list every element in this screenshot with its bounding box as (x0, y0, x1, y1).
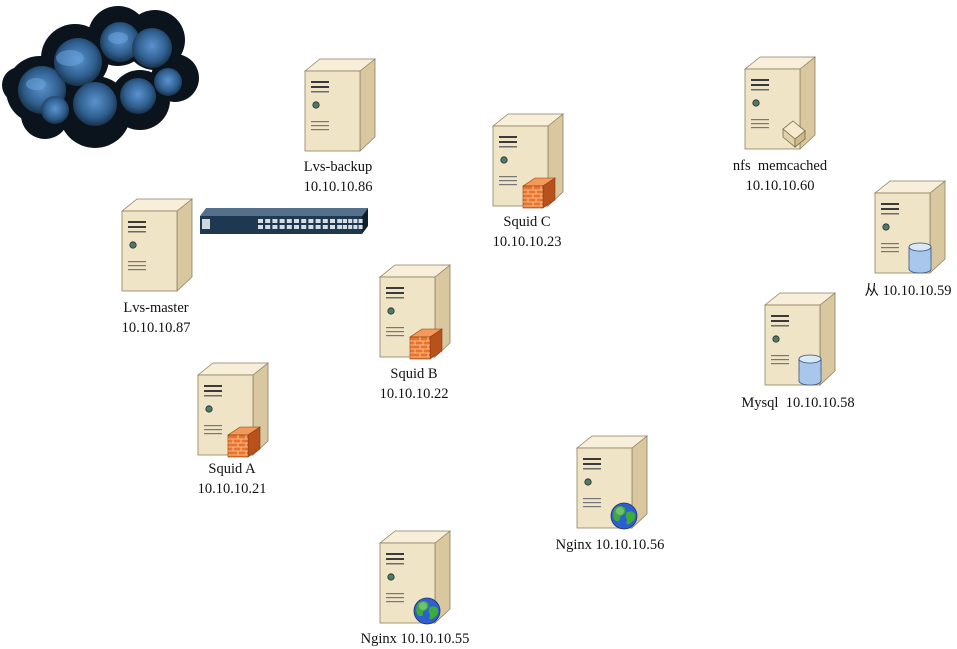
node-label: Nginx 10.10.10.55 (335, 629, 495, 649)
node-label: 从 10.10.10.59 (828, 281, 957, 301)
node-label: Squid C 10.10.10.23 (447, 212, 607, 252)
server-tower-icon (120, 198, 194, 292)
node-ip: 10.10.10.60 (745, 178, 815, 194)
node-name: nfs memcached (732, 158, 828, 174)
node-ip: 10.10.10.22 (379, 386, 449, 402)
database-icon (908, 242, 932, 274)
server-tower-icon (303, 58, 377, 152)
node-name: Squid C (503, 214, 551, 230)
node-name: Squid A (208, 461, 256, 477)
server-tower-icon (743, 56, 817, 150)
node-name-ip: 从 10.10.10.59 (864, 283, 952, 299)
server-tower-icon (873, 180, 947, 274)
node-ip: 10.10.10.21 (197, 481, 267, 497)
server-tower-icon (196, 362, 270, 458)
node-label: Mysql 10.10.10.58 (718, 393, 878, 413)
node-label: Nginx 10.10.10.56 (530, 535, 690, 555)
node-name-ip: Mysql 10.10.10.58 (741, 395, 855, 411)
server-tower-icon (378, 264, 452, 360)
node-label: Lvs-master 10.10.10.87 (76, 298, 236, 338)
internet-cloud-icon (2, 6, 199, 148)
server-tower-icon (378, 530, 452, 625)
node-ip: 10.10.10.86 (303, 179, 373, 195)
database-icon (798, 354, 822, 386)
folder-icon (782, 120, 806, 148)
node-label: Lvs-backup 10.10.10.86 (258, 157, 418, 197)
network-switch-icon (200, 208, 368, 234)
firewall-icon (227, 426, 261, 458)
node-label: nfs memcached 10.10.10.60 (700, 156, 860, 196)
firewall-icon (522, 177, 556, 209)
server-tower-icon (575, 435, 649, 530)
server-tower-icon (763, 292, 837, 386)
node-name: Lvs-master (123, 300, 189, 316)
server-tower-icon (491, 113, 565, 209)
firewall-icon (409, 328, 443, 360)
globe-icon (413, 597, 441, 625)
globe-icon (610, 502, 638, 530)
node-name-ip: Nginx 10.10.10.55 (360, 631, 470, 647)
node-name: Squid B (390, 366, 438, 382)
node-ip: 10.10.10.87 (121, 320, 191, 336)
node-name-ip: Nginx 10.10.10.56 (555, 537, 665, 553)
node-ip: 10.10.10.23 (492, 234, 562, 250)
node-label: Squid A 10.10.10.21 (152, 459, 312, 499)
node-label: Squid B 10.10.10.22 (334, 364, 494, 404)
node-name: Lvs-backup (303, 159, 373, 175)
